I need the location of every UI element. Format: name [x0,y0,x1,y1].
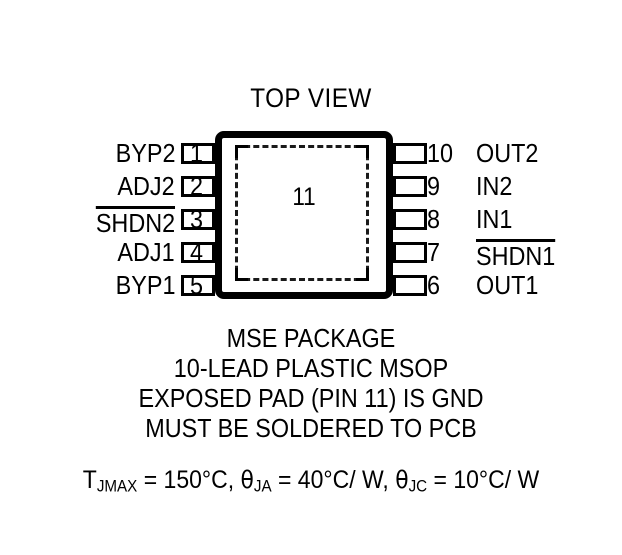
pin-label-shdn1: SHDN1 [476,239,556,271]
pin-label-in2: IN2 [476,171,513,201]
lead-left-5 [181,275,215,296]
theta-jc-subscript: JC [408,477,428,496]
theta-jc-symbol: θ [395,466,409,494]
theta-ja-symbol: θ [240,466,254,494]
pin-label-adj1: ADJ1 [117,237,175,267]
active-low-overbar: SHDN2 [95,206,175,238]
pin-label-byp1: BYP1 [115,270,175,300]
tjmax-subscript: JMAX [96,477,138,496]
lead-left-4 [181,242,215,263]
pin-number-1: 1 [189,138,203,168]
page-title: TOP VIEW [250,83,372,113]
exposed-pad-number: 11 [292,183,316,211]
lead-right-5 [393,275,427,296]
theta-jc-value: = 10°C/ W [427,466,540,494]
package-outline: 11 [181,131,427,299]
pad-corner-bottom-left-icon [235,268,248,281]
pin-number-3: 3 [189,204,203,234]
thermal-ratings: TJMAX = 150°C, θJA = 40°C/ W, θJC = 10°C… [25,466,597,497]
pad-corner-top-left-icon [235,145,248,158]
lead-left-1 [181,143,215,164]
pad-corner-top-right-icon [356,145,369,158]
pin-number-2: 2 [189,171,203,201]
theta-ja-subscript: JA [253,477,272,496]
lead-right-3 [393,209,427,230]
lead-right-4 [393,242,427,263]
pin-number-6: 6 [427,270,441,300]
caption-line-1: MSE PACKAGE [226,323,396,353]
theta-ja-value: = 40°C/ W, [271,466,396,494]
pin-label-adj2: ADJ2 [117,171,175,201]
exposed-pad [235,145,369,281]
lead-right-1 [393,143,427,164]
lead-left-2 [181,176,215,197]
pin-number-5: 5 [189,270,203,300]
pin-number-9: 9 [427,171,441,201]
pin-number-7: 7 [427,237,441,267]
pad-corner-bottom-right-icon [356,268,369,281]
lead-left-3 [181,209,215,230]
pin-label-in1: IN1 [476,204,513,234]
pin-number-10: 10 [427,138,454,168]
pin-number-4: 4 [189,237,203,267]
pin-label-out1: OUT1 [476,270,539,300]
active-low-overbar: SHDN1 [476,239,556,271]
package-body [215,131,393,299]
pin-label-shdn2: SHDN2 [95,206,175,238]
pin-label-byp2: BYP2 [115,138,175,168]
tjmax-value: = 150°C, [137,466,241,494]
caption-line-3: EXPOSED PAD (PIN 11) IS GND [138,383,484,413]
tjmax-label: T [82,466,97,494]
pin-number-8: 8 [427,204,441,234]
caption-line-2: 10-LEAD PLASTIC MSOP [173,353,449,383]
caption-line-4: MUST BE SOLDERED TO PCB [145,413,477,443]
lead-right-2 [393,176,427,197]
pin-label-out2: OUT2 [476,138,539,168]
